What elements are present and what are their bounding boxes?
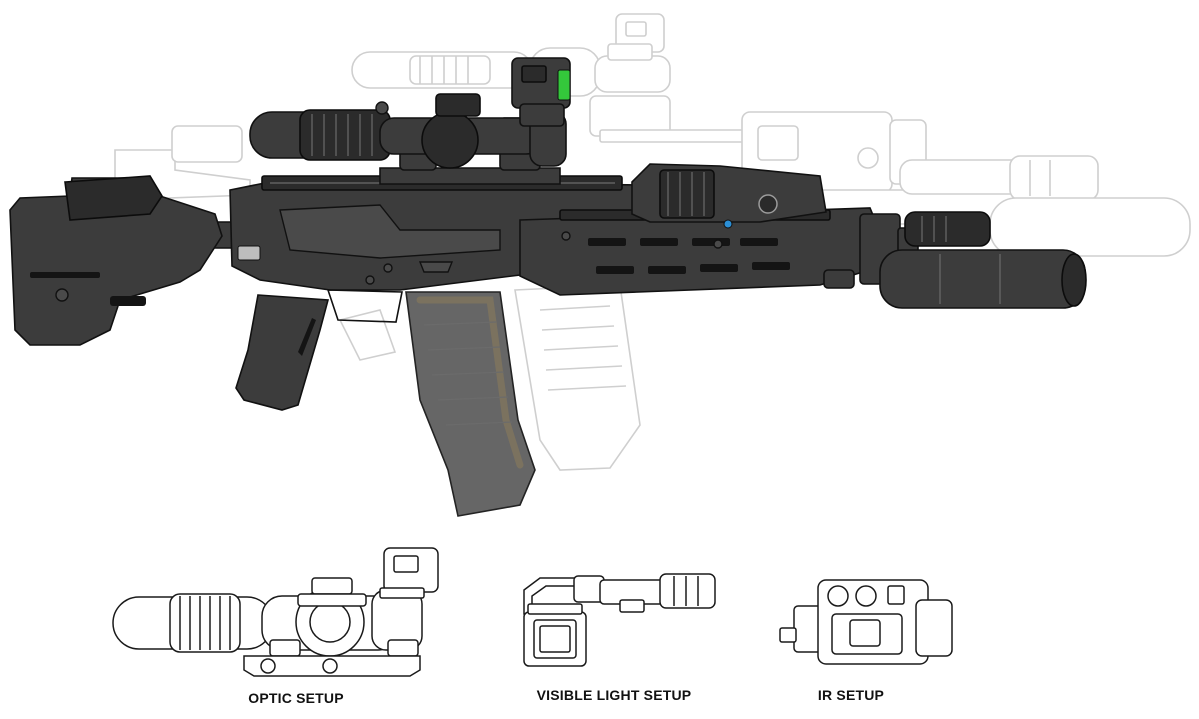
optic-setup-icon: [112, 547, 439, 677]
red-dot-lens: [557, 69, 571, 101]
pistol-grip: [235, 294, 330, 411]
visible-light-setup-caption: VISIBLE LIGHT SETUP: [536, 687, 692, 703]
magazine: [405, 291, 536, 517]
blue-indicator: [723, 219, 733, 229]
main-rifle: [9, 57, 1087, 517]
trigger-guard: [326, 289, 403, 323]
suppressor: [879, 249, 1086, 309]
scope-turret-housing: [421, 111, 479, 169]
optic-setup-caption: OPTIC SETUP: [248, 690, 344, 706]
ir-setup-icon: [779, 579, 953, 665]
ir-setup-caption: IR SETUP: [817, 687, 885, 703]
visible-light-setup-icon: [523, 573, 716, 667]
elevation-turret: [435, 93, 481, 117]
cheek-riser: [64, 175, 163, 221]
weapon-light: [904, 211, 991, 247]
